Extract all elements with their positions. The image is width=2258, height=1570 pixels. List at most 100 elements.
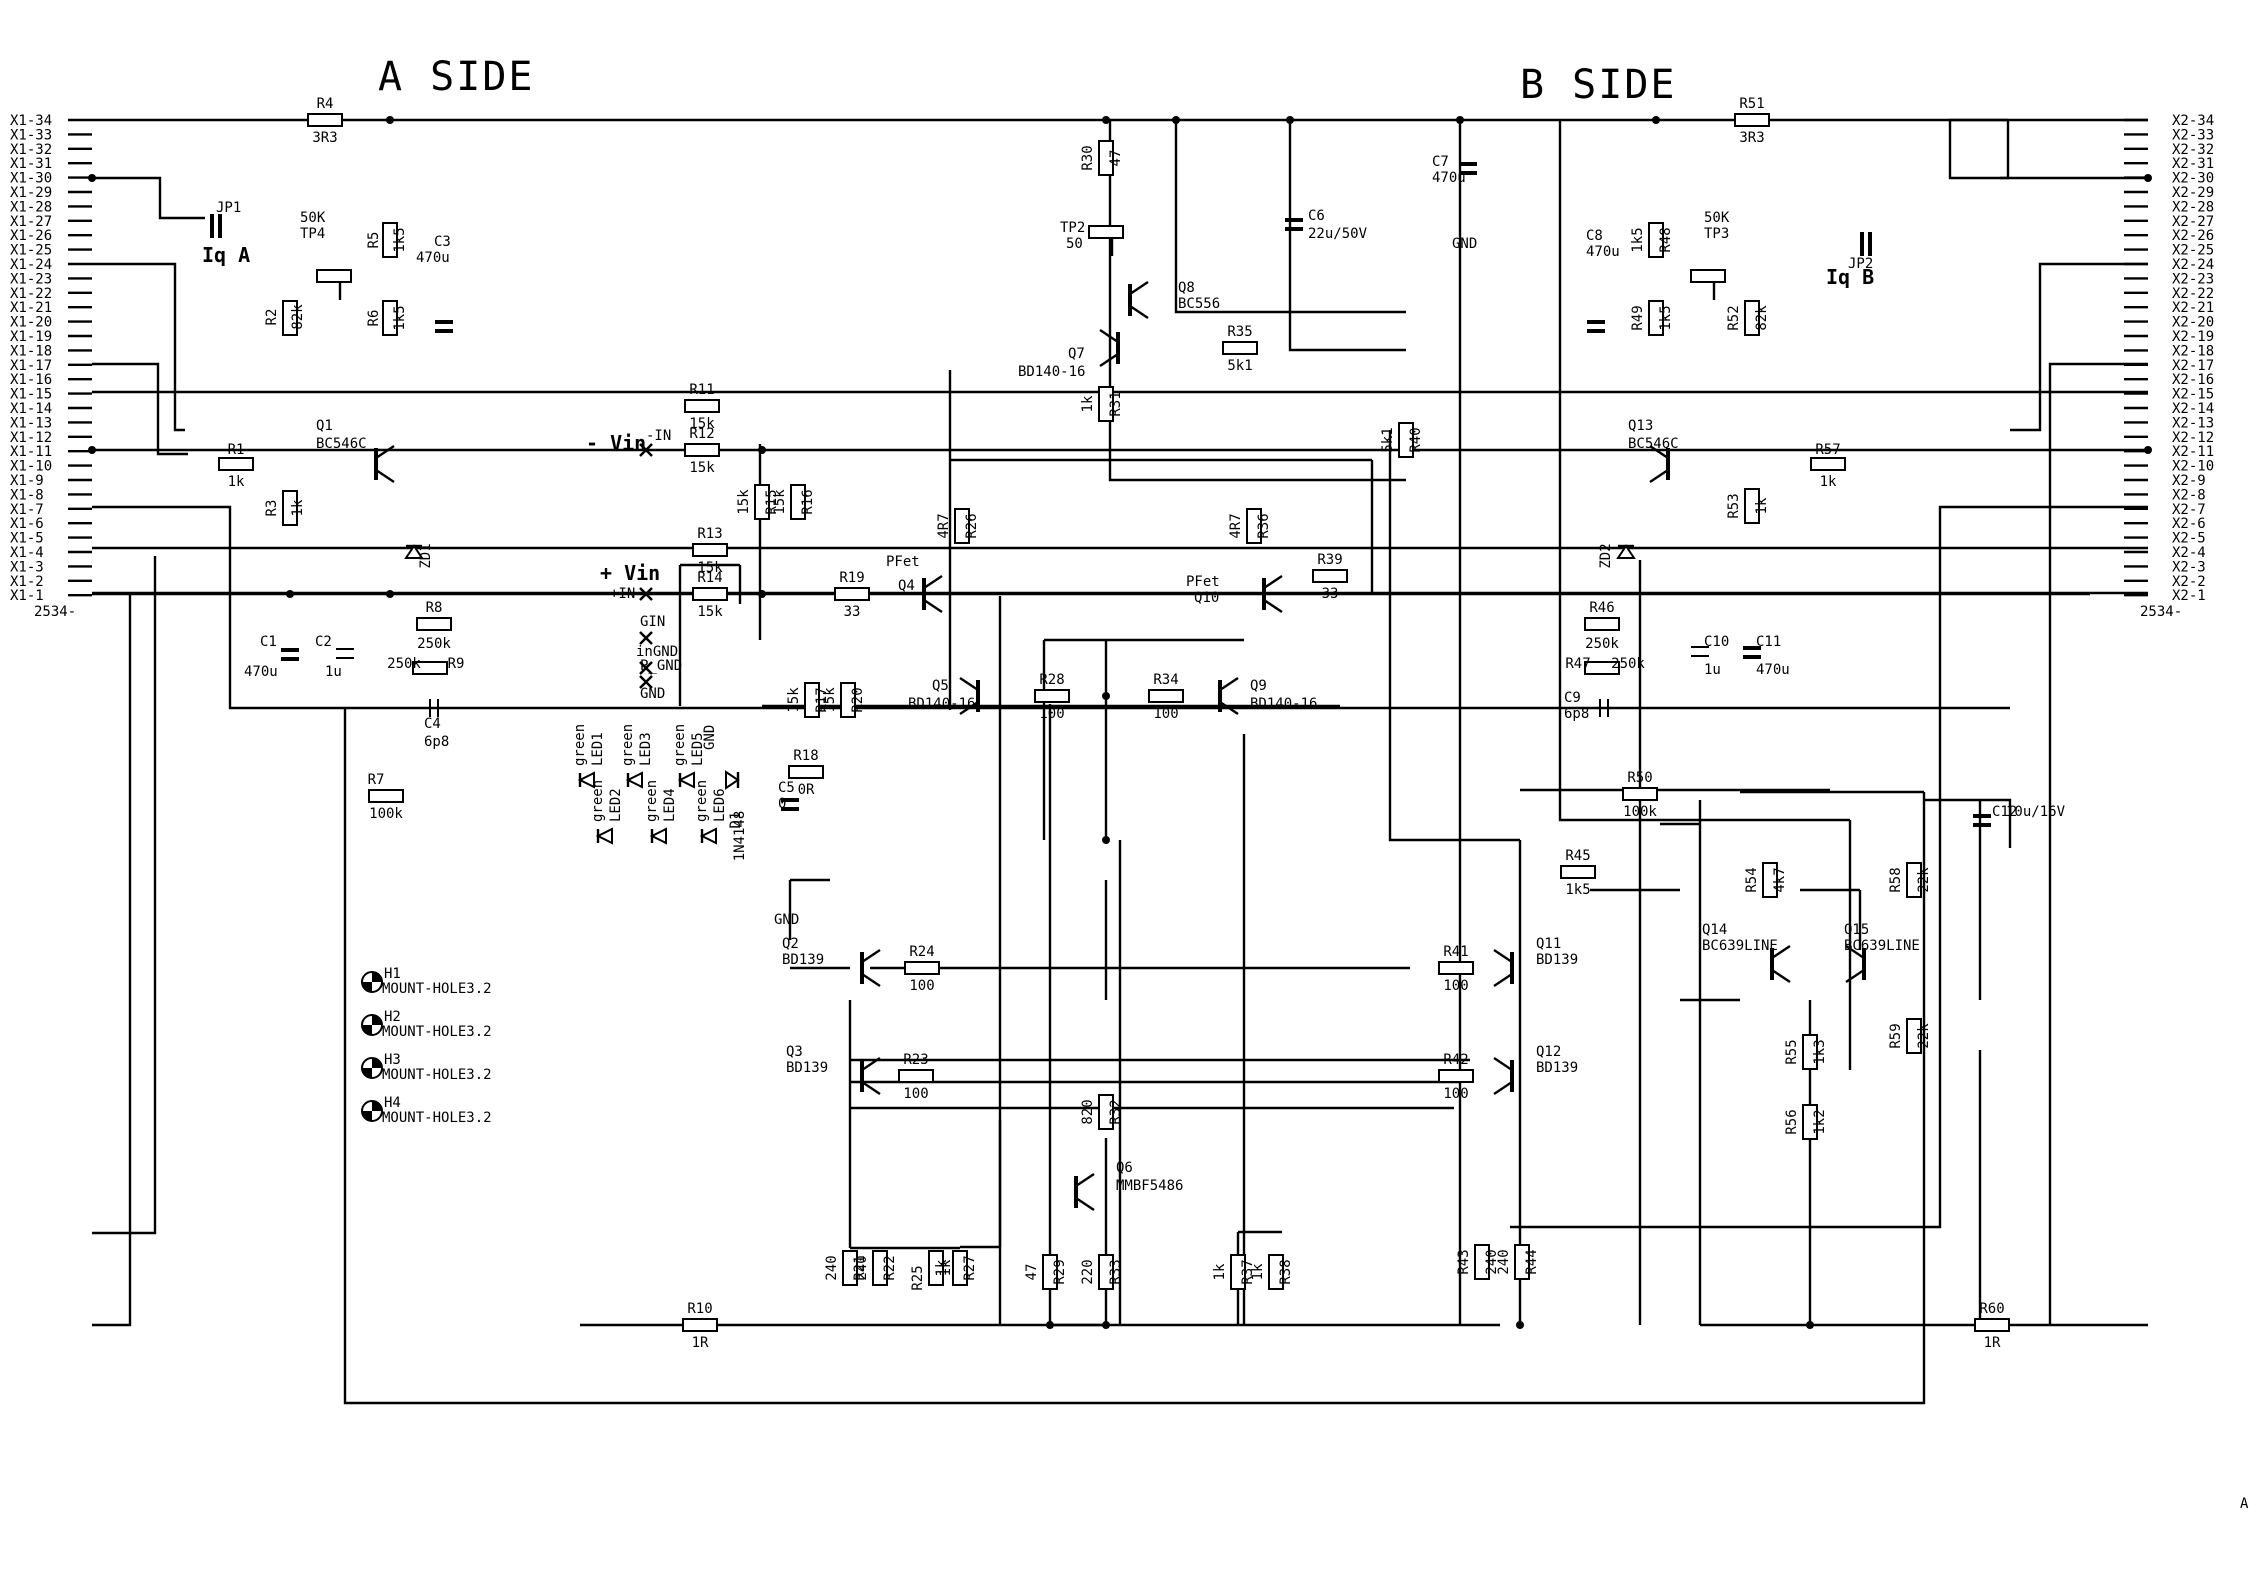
resistor-r23 bbox=[898, 1069, 934, 1083]
resistor-name: R48 bbox=[1658, 227, 1674, 252]
resistor-name: R16 bbox=[800, 489, 816, 514]
resistor-value: 1k bbox=[1212, 1263, 1228, 1280]
input-terminal[interactable] bbox=[639, 675, 653, 689]
resistor-value: 15k bbox=[786, 687, 802, 713]
input-terminal[interactable] bbox=[639, 587, 653, 601]
transistor-q6 bbox=[1074, 1173, 1095, 1211]
junction bbox=[1652, 116, 1660, 124]
transistor-name: Q1 bbox=[316, 418, 333, 434]
capacitor-value: 0 bbox=[778, 796, 786, 812]
resistor-value: 15k bbox=[772, 489, 788, 515]
capacitor-name: C7 bbox=[1432, 154, 1449, 170]
gnd-label: GND bbox=[640, 686, 665, 702]
wire bbox=[1108, 120, 1406, 482]
resistor-name: R52 bbox=[1726, 305, 1742, 330]
transistor-q12 bbox=[1493, 1057, 1514, 1095]
diode-d1 bbox=[725, 770, 740, 790]
connector-pin: X1-12 bbox=[10, 430, 52, 446]
capacitor-value: 22u/50V bbox=[1308, 226, 1368, 242]
connector-pin: X1-3 bbox=[10, 559, 44, 575]
corner-letter: A bbox=[2240, 1496, 2249, 1512]
connector-pin: X1-14 bbox=[10, 401, 52, 417]
resistor-r56 bbox=[1802, 1104, 1818, 1140]
transistor-q8 bbox=[1128, 281, 1149, 319]
junction bbox=[1102, 692, 1110, 700]
led-color: green bbox=[572, 724, 588, 766]
connector-pin: X1-8 bbox=[10, 487, 44, 503]
resistor-name: R27 bbox=[962, 1255, 978, 1280]
resistor-value: 82k bbox=[1754, 305, 1770, 331]
resistor-value: 4R7 bbox=[1228, 513, 1244, 538]
transistor-q10 bbox=[1262, 575, 1283, 613]
input-terminal[interactable] bbox=[639, 661, 653, 675]
diode-name: ZD1 bbox=[418, 543, 434, 568]
resistor-name: R45 bbox=[1565, 848, 1590, 864]
junction bbox=[1516, 1321, 1524, 1329]
resistor-name: R55 bbox=[1784, 1039, 1800, 1064]
connector-pin: X1-13 bbox=[10, 415, 52, 431]
resistor-value: 250k bbox=[387, 656, 421, 672]
resistor-name: R11 bbox=[689, 382, 714, 398]
transistor-q3 bbox=[860, 1057, 881, 1095]
resistor-r59 bbox=[1906, 1018, 1922, 1054]
capacitor-c5 bbox=[781, 798, 799, 811]
resistor-value: 1k3 bbox=[1812, 1039, 1828, 1064]
resistor-name: R54 bbox=[1744, 867, 1760, 892]
connector-pin: X1-20 bbox=[10, 315, 52, 331]
capacitor-value: 470u bbox=[1432, 170, 1466, 186]
jumper-jp2[interactable] bbox=[1860, 232, 1872, 256]
connector-pin: X2-17 bbox=[2172, 358, 2214, 374]
trimmer-name: TP2 bbox=[1060, 220, 1085, 236]
wire bbox=[343, 708, 1926, 1405]
resistor-name: R19 bbox=[839, 570, 864, 586]
mount-hole-name: H4 bbox=[384, 1095, 401, 1111]
resistor-value: 3R3 bbox=[312, 130, 337, 146]
connector-pin: X2-20 bbox=[2172, 315, 2214, 331]
transistor-name: Q5 bbox=[932, 678, 949, 694]
trimmer-name: TP4 bbox=[300, 226, 325, 242]
junction bbox=[386, 116, 394, 124]
resistor-name: R24 bbox=[909, 944, 934, 960]
resistor-value: 250k bbox=[1611, 656, 1645, 672]
resistor-name: R15 bbox=[764, 489, 780, 514]
transistor-type: PFet bbox=[886, 554, 920, 570]
jumper-jp1[interactable] bbox=[210, 214, 222, 238]
wire bbox=[92, 362, 188, 456]
resistor-value: 1k5 bbox=[1565, 882, 1590, 898]
input-terminal[interactable] bbox=[639, 443, 653, 457]
transistor-q2 bbox=[860, 949, 881, 987]
resistor-r37 bbox=[1230, 1254, 1246, 1290]
resistor-r36 bbox=[1246, 508, 1262, 544]
resistor-value: 100 bbox=[1443, 1086, 1468, 1102]
resistor-r49 bbox=[1648, 300, 1664, 336]
connector-pin: X2-24 bbox=[2172, 257, 2214, 273]
capacitor-c2 bbox=[336, 648, 354, 659]
connector-pin: X2-25 bbox=[2172, 243, 2214, 259]
junction bbox=[88, 446, 96, 454]
resistor-value: 220 bbox=[1080, 1259, 1096, 1284]
input-terminal[interactable] bbox=[639, 631, 653, 645]
resistor-r13 bbox=[692, 543, 728, 557]
connector-pin: X2-13 bbox=[2172, 415, 2214, 431]
resistor-r18 bbox=[788, 765, 824, 779]
connector-pin: X2-2 bbox=[2172, 574, 2206, 590]
transistor-q9 bbox=[1218, 677, 1239, 715]
transistor-name: Q14 bbox=[1702, 922, 1727, 938]
connector-pin: X1-1 bbox=[10, 588, 44, 604]
resistor-value: 1k5 bbox=[392, 227, 408, 252]
resistor-value: 250k bbox=[417, 636, 451, 652]
resistor-name: R38 bbox=[1278, 1259, 1294, 1284]
resistor-name: R43 bbox=[1456, 1249, 1472, 1274]
resistor-name: R6 bbox=[366, 310, 382, 327]
resistor-name: R14 bbox=[697, 570, 722, 586]
resistor-r21 bbox=[842, 1250, 858, 1286]
connector-pin: X1-34 bbox=[10, 113, 52, 129]
resistor-name: R31 bbox=[1108, 391, 1124, 416]
resistor-r11 bbox=[684, 399, 720, 413]
mount-hole-name: H2 bbox=[384, 1009, 401, 1025]
resistor-r53 bbox=[1744, 488, 1760, 524]
resistor-r34 bbox=[1148, 689, 1184, 703]
capacitor-value: 1u bbox=[1704, 662, 1721, 678]
resistor-value: 240 bbox=[1484, 1249, 1500, 1274]
resistor-value: 820 bbox=[1080, 1099, 1096, 1124]
